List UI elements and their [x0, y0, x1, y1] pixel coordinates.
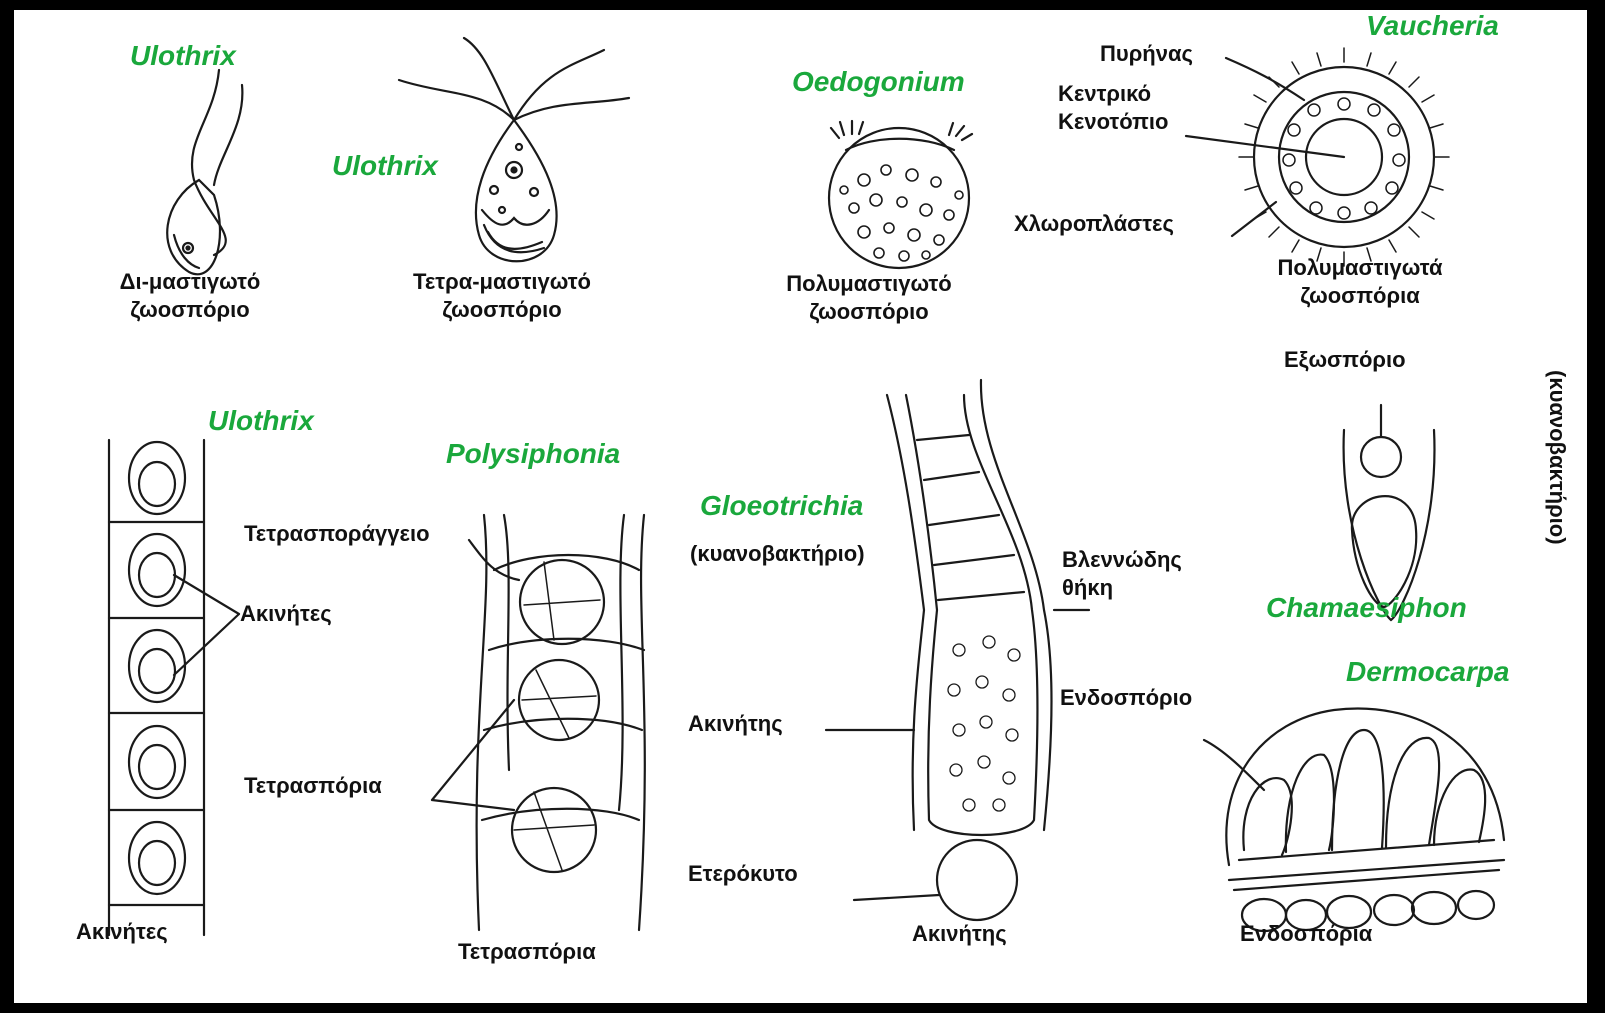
species-ulothrix-filament: Ulothrix	[208, 405, 314, 437]
label-chloroplasts: Χλωροπλάστες	[1014, 210, 1174, 238]
label-tetraspores-bottom: Τετρασπόρια	[458, 938, 596, 966]
label-endospore: Ενδοσπόριο	[1060, 684, 1192, 712]
label-endospores-bottom: Ενδοσπόρια	[1240, 920, 1372, 948]
label-tetrasporangium: Τετρασποράγγειο	[244, 520, 430, 548]
species-ulothrix-top: Ulothrix	[130, 40, 236, 72]
label-cyanobacterium: (κυανοβακτήριο)	[690, 540, 865, 568]
ulothrix-filament-drawing	[109, 440, 204, 935]
label-cyanobacterium-vertical: (κυανοβακτήριο)	[1544, 370, 1570, 545]
label-heterocyst: Ετερόκυτο	[688, 860, 798, 888]
label-nucleus: Πυρήνας	[1100, 40, 1193, 68]
label-akinetes-middle: Ακινήτες	[240, 600, 332, 628]
species-dermocarpa: Dermocarpa	[1346, 656, 1509, 688]
biflagellate-zoospore-drawing	[167, 70, 242, 274]
label-akinete-bottom: Ακινήτης	[912, 920, 1007, 948]
species-oedogonium: Oedogonium	[792, 66, 965, 98]
label-akinete-side: Ακινήτης	[688, 710, 783, 738]
oedogonium-zoospore-drawing	[829, 121, 972, 268]
gloeotrichia-drawing	[887, 380, 1052, 920]
species-ulothrix-second: Ulothrix	[332, 150, 438, 182]
species-vaucheria: Vaucheria	[1366, 10, 1499, 42]
chamaesiphon-drawing	[1344, 405, 1435, 620]
polysiphonia-drawing	[477, 515, 645, 930]
species-chamaesiphon: Chamaesiphon	[1266, 592, 1467, 624]
label-tetraspores-middle: Τετρασπόρια	[244, 772, 382, 800]
species-polysiphonia: Polysiphonia	[446, 438, 620, 470]
species-gloeotrichia: Gloeotrichia	[700, 490, 863, 522]
figure-panel: Ulothrix Ulothrix Oedogonium Vaucheria U…	[14, 10, 1587, 1003]
label-exospore: Εξωσπόριο	[1284, 346, 1406, 374]
label-akinetes-bottom: Ακινήτες	[76, 918, 168, 946]
dermocarpa-drawing	[1226, 709, 1504, 931]
